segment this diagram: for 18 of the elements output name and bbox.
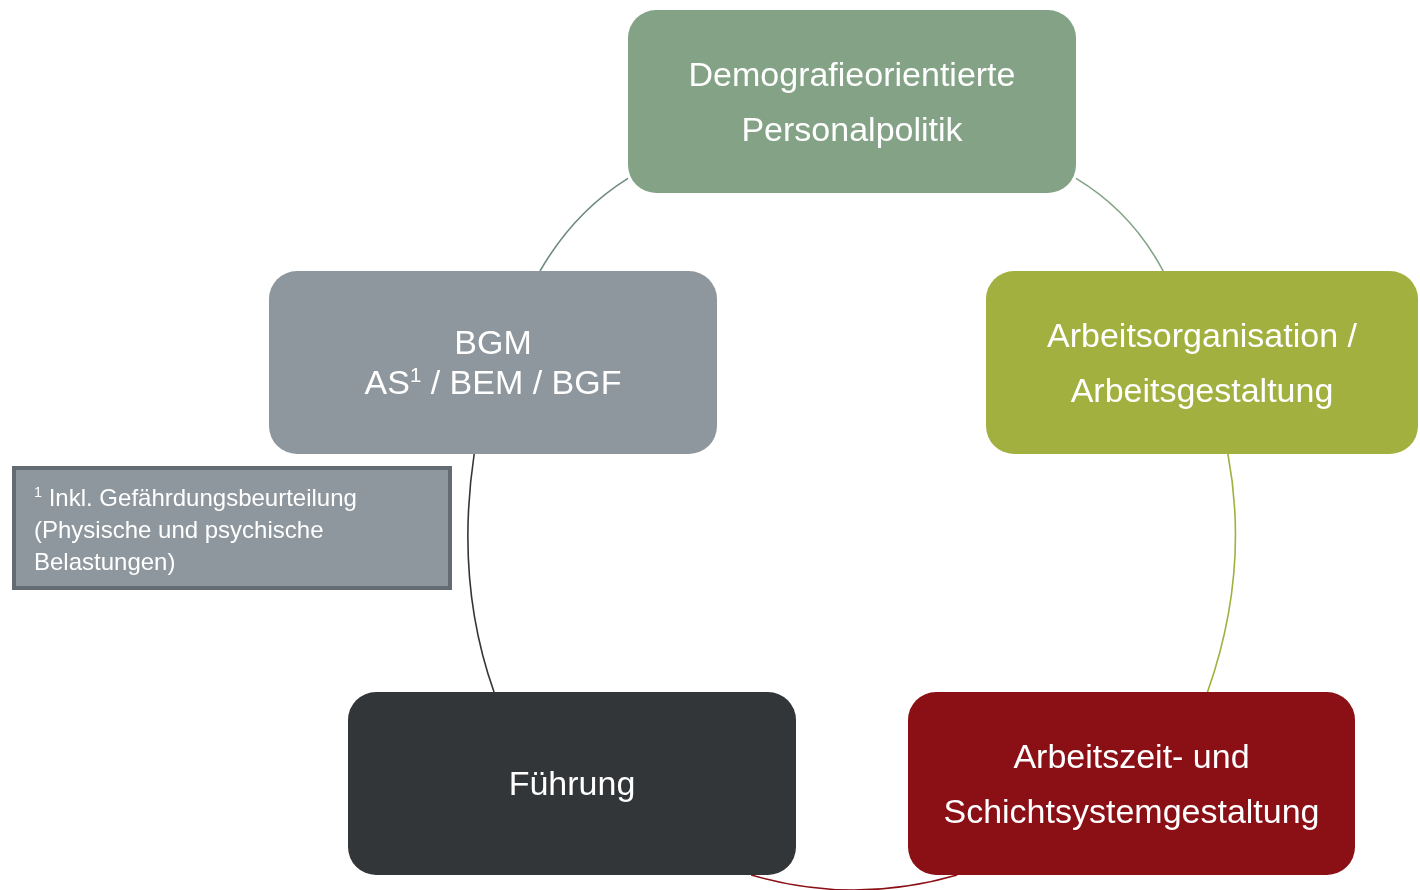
footnote-box [12, 466, 452, 590]
connector-arc [1206, 453, 1237, 693]
topic-label: Demografieorientierte Personalpolitik [687, 54, 1017, 150]
topic-box [269, 271, 717, 454]
topic-box [986, 271, 1418, 454]
connector-arc [539, 177, 629, 272]
connector-arc [750, 874, 958, 890]
topic-box [908, 692, 1355, 875]
connector-arc [467, 453, 495, 693]
footnote-text: $^{1}$ Inkl. Gefährdungsbeurteilung (Physische und psychische Belastungen) [34, 483, 358, 577]
topic-label: AS$^{1}$ / BEM / BGF [364, 362, 622, 402]
topic-label: Führung [508, 763, 636, 805]
topic-box [628, 10, 1076, 193]
connector-arc [1075, 177, 1164, 272]
topic-label: BGM [454, 323, 532, 363]
topic-label: Arbeitszeit- und Schichtsystemgestaltung [942, 736, 1321, 832]
topic-label: Arbeitsorganisation / Arbeitsgestaltung [1046, 315, 1358, 411]
topic-box [348, 692, 796, 875]
